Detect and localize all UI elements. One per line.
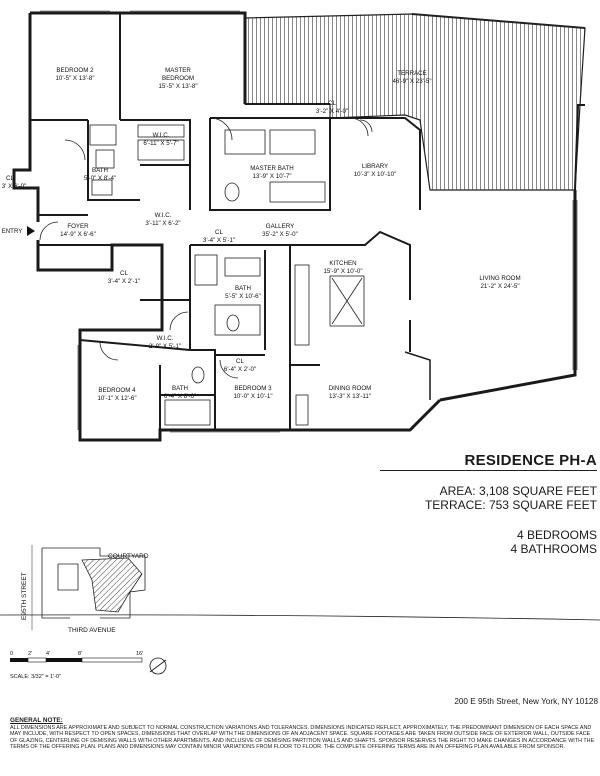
dims-wic-hall: 3'-11" X 6'-2" — [145, 220, 180, 227]
label-bedroom2: BEDROOM 2 — [56, 67, 94, 74]
label-terrace: TERRACE — [397, 70, 427, 77]
scale-tick-2: 2' — [28, 651, 32, 657]
street-label: E95TH STREET — [21, 572, 28, 620]
dims-cl-terrace: 3'-2" X 4'-0" — [316, 108, 348, 115]
area-square-feet: AREA: 3,108 SQUARE FEET — [439, 484, 597, 498]
dims-bedroom4: 10'-1" X 12'-6" — [97, 395, 136, 402]
label-kitchen: KITCHEN — [329, 260, 356, 267]
avenue-label: THIRD AVENUE — [68, 627, 116, 634]
label-bath-b4: BATH — [172, 385, 188, 392]
dims-wic-b4: 2'-9" X 5'-1" — [149, 343, 181, 350]
exterior-walls — [12, 11, 585, 442]
bathroom-count: 4 BATHROOMS — [510, 542, 597, 556]
label-gallery: GALLERY — [266, 223, 294, 230]
label-bedroom4: BEDROOM 4 — [98, 387, 136, 394]
dims-cl-foyer: 3'-4" X 2'-1" — [108, 278, 140, 285]
label-cl-b3: CL — [236, 358, 244, 365]
scale-tick-8: 8' — [78, 651, 82, 657]
floor-plan: BEDROOM 2 10'-5" X 13'-8" MASTER BEDROOM… — [2, 10, 586, 442]
scale-tick-4: 4' — [46, 651, 50, 657]
label-wic-b4: W.I.C. — [157, 335, 174, 342]
label-wic-master: W.I.C. — [153, 132, 170, 139]
bedroom-count: 4 BEDROOMS — [516, 528, 597, 542]
dims-dining-room: 13'-3" X 13'-11" — [329, 393, 371, 400]
label-living-room: LIVING ROOM — [479, 275, 520, 282]
label-cl-foyer: CL — [120, 270, 128, 277]
general-note-text: All dimensions are approximate and subje… — [10, 725, 595, 751]
label-cl-left: CL — [6, 175, 14, 182]
label-wic-hall: W.I.C. — [155, 212, 172, 219]
dims-kitchen: 15'-9" X 10'-0" — [323, 268, 362, 275]
dims-library: 10'-3" X 10'-10" — [354, 171, 397, 178]
label-entry: ENTRY — [2, 228, 23, 235]
dims-terrace: 46'-9" X 23'-5" — [392, 78, 431, 85]
dims-bath-b2: 5'-0" X 8'-4" — [84, 175, 116, 182]
terrace-area — [244, 13, 586, 191]
windows — [40, 10, 578, 433]
label-foyer: FOYER — [67, 223, 89, 230]
label-library: LIBRARY — [362, 163, 388, 170]
dims-bedroom3: 10'-0" X 10'-1" — [233, 393, 272, 400]
scale-tick-0: 0 — [10, 651, 13, 657]
label-bath-b3: BATH — [235, 285, 251, 292]
label-dining-room: DINING ROOM — [329, 385, 372, 392]
dims-living-room: 21'-2" X 24'-5" — [480, 283, 519, 290]
dims-foyer: 14'-9" X 6'-6" — [60, 231, 96, 238]
scale-label: SCALE: 3/32" = 1'-0" — [10, 674, 61, 680]
terrace-square-feet: TERRACE: 753 SQUARE FEET — [424, 498, 597, 512]
residence-title: RESIDENCE PH-A — [380, 452, 597, 471]
dims-bath-b4: 6'-4" X 8'-6" — [164, 393, 196, 400]
label-cl-terrace: CL — [328, 100, 336, 107]
label-master-bedroom-2: BEDROOM — [162, 75, 194, 82]
dims-cl-left: 3' X 6'-0" — [2, 183, 27, 190]
north-arrow-icon — [149, 657, 167, 675]
scale-tick-16: 16' — [136, 651, 143, 657]
label-master-bath: MASTER BATH — [250, 165, 294, 172]
dims-gallery: 35'-2" X 5'-0" — [262, 231, 298, 238]
dims-bedroom2: 10'-5" X 13'-8" — [55, 75, 94, 82]
label-master-bedroom-1: MASTER — [165, 67, 191, 74]
label-bedroom3: BEDROOM 3 — [234, 385, 272, 392]
dims-cl-b3: 6'-4" X 2'-0" — [224, 366, 256, 373]
dims-bath-b3: 5'-5" X 10'-6" — [225, 293, 261, 300]
scale-bar: 0 2' 4' 8' 16' SCALE: 3/32" = 1'-0" — [10, 651, 167, 680]
courtyard-label: COURTYARD — [108, 553, 149, 560]
fixtures — [39, 117, 373, 426]
building-address: 200 E 95th Street, New York, NY 10128 — [454, 697, 598, 706]
dims-master-bath: 13'-9" X 10'-7" — [252, 173, 291, 180]
key-plan: COURTYARD E95TH STREET THIRD AVENUE — [0, 545, 600, 634]
label-bath-b2: BATH — [92, 167, 108, 174]
entry-arrow — [27, 226, 35, 236]
label-cl-gallery: CL — [215, 229, 223, 236]
dims-master-bedroom: 15'-5" X 13'-8" — [158, 83, 197, 90]
dims-wic-master: 6'-11" X 5'-7" — [143, 140, 178, 147]
general-note-heading: GENERAL NOTE: — [10, 717, 63, 724]
dims-cl-gallery: 3'-4" X 5'-1" — [203, 237, 235, 244]
interior-walls — [30, 13, 421, 430]
